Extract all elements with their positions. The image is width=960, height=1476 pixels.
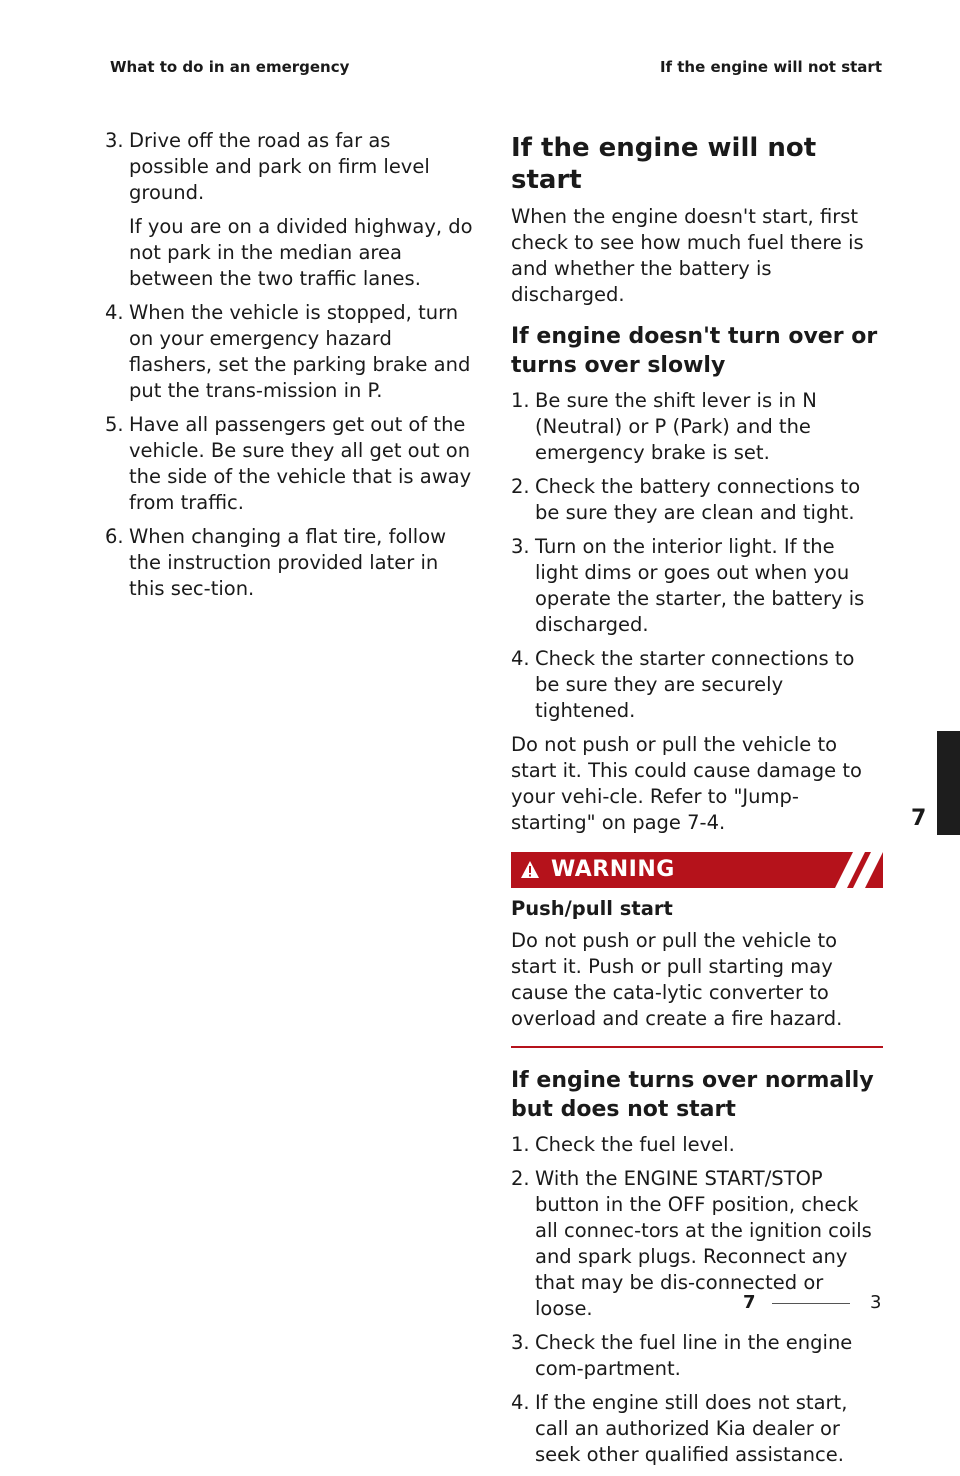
list-number: 4. <box>511 1391 530 1414</box>
list-item: 2. With the ENGINE START/STOP button in … <box>511 1166 883 1322</box>
list-number: 2. <box>511 1167 530 1190</box>
footer-page-number: 3 <box>870 1292 882 1313</box>
list-item: 4. Check the starter connections to be s… <box>511 646 883 724</box>
running-header-right: If the engine will not start <box>659 58 882 76</box>
list-item: 3. Check the fuel line in the engine com… <box>511 1330 883 1382</box>
list-text: Check the fuel line in the engine com-pa… <box>535 1331 853 1380</box>
footer-chapter-number: 7 <box>743 1292 756 1313</box>
list-item: 4. If the engine still does not start, c… <box>511 1390 883 1468</box>
list-text: When the vehicle is stopped, turn on you… <box>129 301 471 402</box>
list-number: 3. <box>105 129 124 152</box>
list-number: 6. <box>105 525 124 548</box>
list-item-subparagraph: If you are on a divided highway, do not … <box>129 215 473 290</box>
footer-divider <box>772 1303 850 1304</box>
diagonal-stripes-icon <box>835 852 883 888</box>
chapter-thumb-tab <box>937 731 960 835</box>
list-text: Check the battery connections to be sure… <box>535 475 861 524</box>
intro-paragraph: When the engine doesn't start, first che… <box>511 205 864 306</box>
running-header-left: What to do in an emergency <box>110 58 350 76</box>
list-number: 4. <box>511 647 530 670</box>
warning-banner: WARNING <box>511 852 883 888</box>
list-text: Be sure the shift lever is in N (Neutral… <box>535 389 817 464</box>
section-title: If the engine will not start <box>511 133 817 195</box>
list-text: Check the starter connections to be sure… <box>535 647 855 722</box>
warning-text: Do not push or pull the vehicle to start… <box>511 929 843 1030</box>
warning-label: WARNING <box>551 857 675 882</box>
list-text: Have all passengers get out of the vehic… <box>129 413 472 514</box>
list-text: Turn on the interior light. If the light… <box>535 535 865 636</box>
list-text: If the engine still does not start, call… <box>535 1391 848 1466</box>
list-item: 1. Check the fuel level. <box>511 1132 883 1158</box>
chapter-tab-number: 7 <box>911 806 927 831</box>
list-text: With the ENGINE START/STOP button in the… <box>535 1167 872 1320</box>
warning-divider <box>511 1046 883 1048</box>
list-number: 2. <box>511 475 530 498</box>
list-item: 4. When the vehicle is stopped, turn on … <box>105 300 475 404</box>
list-number: 3. <box>511 535 530 558</box>
list-item: 3. Turn on the interior light. If the li… <box>511 534 883 638</box>
list-item: 6. When changing a flat tire, follow the… <box>105 524 475 602</box>
list-item: 2. Check the battery connections to be s… <box>511 474 883 526</box>
warning-triangle-icon <box>521 861 539 878</box>
subsection-heading: If engine turns over normally but does n… <box>511 1068 874 1122</box>
list-item: 5. Have all passengers get out of the ve… <box>105 412 475 516</box>
note-paragraph: Do not push or pull the vehicle to start… <box>511 733 862 834</box>
list-text: Check the fuel level. <box>535 1133 735 1156</box>
list-number: 1. <box>511 389 530 412</box>
list-text: When changing a flat tire, follow the in… <box>129 525 447 600</box>
list-number: 5. <box>105 413 124 436</box>
list-number: 4. <box>105 301 124 324</box>
list-item: 3. Drive off the road as far as possible… <box>105 128 475 206</box>
right-column: If the engine will not start When the en… <box>511 128 883 1476</box>
list-number: 1. <box>511 1133 530 1156</box>
subsection-heading: If engine doesn't turn over or turns ove… <box>511 324 878 378</box>
left-column: 3. Drive off the road as far as possible… <box>105 128 475 610</box>
list-item: 1. Be sure the shift lever is in N (Neut… <box>511 388 883 466</box>
warning-title: Push/pull start <box>511 897 673 920</box>
list-number: 3. <box>511 1331 530 1354</box>
list-text: Drive off the road as far as possible an… <box>129 129 430 204</box>
